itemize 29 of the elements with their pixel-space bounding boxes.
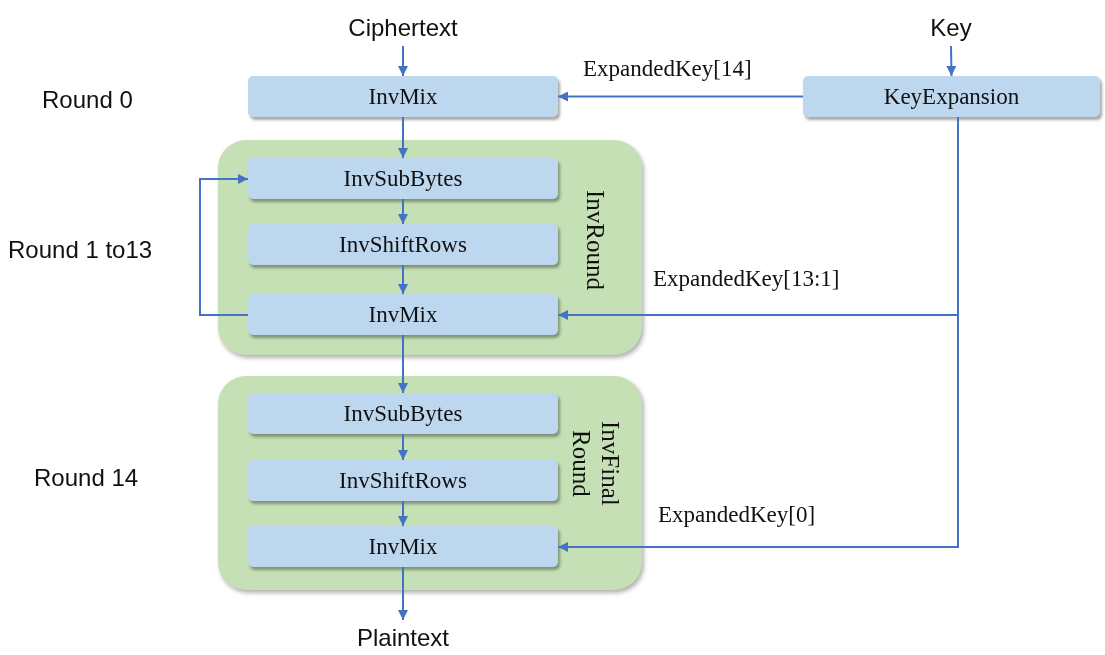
process-box: InvShiftRows bbox=[248, 460, 558, 501]
group-title: InvFinal Round bbox=[566, 419, 624, 508]
process-box: KeyExpansion bbox=[803, 76, 1100, 117]
round-label: Round 0 bbox=[42, 86, 133, 114]
arrow bbox=[398, 264, 408, 295]
arrow bbox=[398, 433, 408, 461]
process-box: InvSubBytes bbox=[248, 158, 558, 199]
round-group bbox=[218, 140, 642, 355]
group-title: InvRound bbox=[580, 189, 609, 292]
round-label: Round 1 to13 bbox=[8, 236, 153, 264]
arrow bbox=[398, 45, 408, 77]
process-box: InvShiftRows bbox=[248, 224, 558, 265]
arrow bbox=[199, 174, 249, 316]
round-label: Round 14 bbox=[34, 464, 139, 492]
arrow bbox=[398, 334, 408, 394]
process-box: InvMix bbox=[248, 526, 558, 567]
arrow bbox=[398, 500, 408, 527]
io-label: Key bbox=[913, 10, 989, 46]
arrow bbox=[557, 91, 804, 102]
process-box: InvMix bbox=[248, 76, 558, 117]
io-label: Plaintext bbox=[323, 620, 483, 655]
arrow bbox=[398, 116, 408, 159]
arrow bbox=[946, 45, 957, 77]
arrow bbox=[398, 566, 408, 621]
process-box: InvMix bbox=[248, 294, 558, 335]
process-box: InvSubBytes bbox=[248, 393, 558, 434]
arrow bbox=[398, 198, 408, 225]
round-group bbox=[218, 376, 642, 590]
io-label: Ciphertext bbox=[323, 10, 483, 46]
